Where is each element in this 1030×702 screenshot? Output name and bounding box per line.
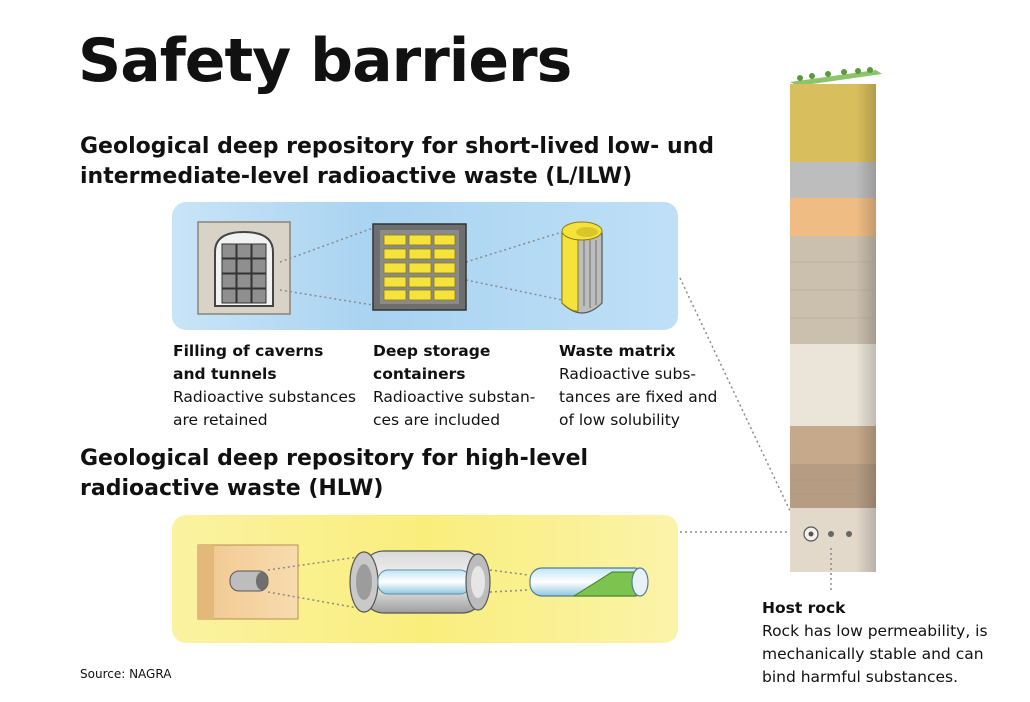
glass-matrix-icon (529, 567, 649, 597)
hlw-tunnel-section-icon (197, 544, 299, 620)
barrier-containers-desc-2: ces are included (373, 411, 501, 429)
lilw-connector-lines (279, 227, 801, 533)
geological-column (790, 67, 882, 592)
barrier-matrix-title-1: Waste matrix (559, 342, 676, 360)
hlw-heading-line1: Geological deep repository for high-leve… (80, 446, 589, 471)
host-rock-title: Host rock (762, 599, 846, 617)
barrier-matrix-desc-3: of low solubility (559, 411, 680, 429)
barrier-label-waste-matrix: Waste matrix Radioactive subs- tances ar… (559, 340, 717, 432)
hlw-heading: Geological deep repository for high-leve… (80, 444, 588, 504)
barrier-matrix-desc-1: Radioactive subs- (559, 365, 697, 383)
lilw-heading-line1: Geological deep repository for short-liv… (80, 134, 715, 159)
barrier-caverns-desc-2: are retained (173, 411, 268, 429)
hlw-heading-line2: radioactive waste (HLW) (80, 476, 384, 501)
source-credit: Source: NAGRA (80, 667, 172, 681)
barrier-caverns-desc-1: Radioactive substances (173, 388, 356, 406)
lilw-heading: Geological deep repository for short-liv… (80, 132, 714, 192)
barrier-caverns-title-1: Filling of caverns (173, 342, 324, 360)
host-rock-desc-3: bind harmful substances. (762, 668, 959, 686)
barrier-label-caverns: Filling of caverns and tunnels Radioacti… (173, 340, 356, 432)
lilw-heading-line2: intermediate-level radioactive waste (L/… (80, 164, 633, 189)
host-rock-desc-2: mechanically stable and can (762, 645, 984, 663)
hlw-connector-lines (267, 531, 796, 609)
barrier-caverns-title-2: and tunnels (173, 365, 277, 383)
host-rock-desc-1: Rock has low permeability, is (762, 622, 988, 640)
storage-container-icon (372, 223, 467, 311)
host-rock-label: Host rock Rock has low permeability, is … (762, 597, 988, 689)
page-title: Safety barriers (78, 26, 572, 96)
barrier-label-containers: Deep storage containers Radioactive subs… (373, 340, 535, 432)
waste-matrix-icon (561, 221, 603, 314)
barrier-containers-desc-1: Radioactive substan- (373, 388, 536, 406)
steel-canister-icon (349, 550, 491, 614)
barrier-containers-title-2: containers (373, 365, 466, 383)
barrier-matrix-desc-2: tances are fixed and (559, 388, 718, 406)
barrier-containers-title-1: Deep storage (373, 342, 491, 360)
cavern-icon (197, 221, 291, 315)
